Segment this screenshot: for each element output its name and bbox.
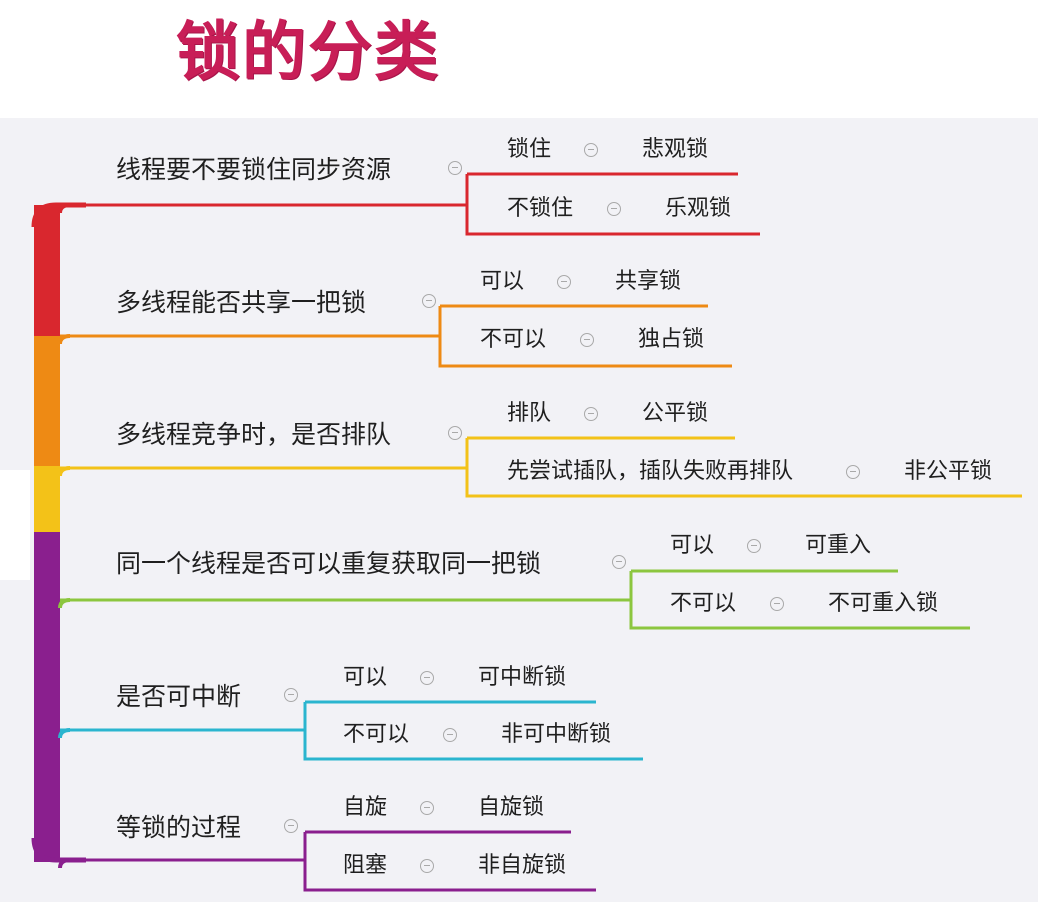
- collapse-toggle-icon[interactable]: [443, 728, 457, 742]
- trunk-segment-4: [34, 532, 60, 862]
- category-label: 线程要不要锁住同步资源: [116, 155, 392, 184]
- category-label: 多线程竞争时，是否排队: [116, 420, 392, 449]
- branch-option-label: 自旋: [343, 795, 388, 820]
- lock-type-label: 悲观锁: [642, 137, 709, 162]
- collapse-toggle-icon[interactable]: [580, 333, 594, 347]
- collapse-toggle-icon[interactable]: [612, 555, 626, 569]
- branch-option-label: 不可以: [480, 327, 547, 352]
- lock-type-label: 自旋锁: [478, 795, 545, 820]
- category-label: 等锁的过程: [116, 813, 242, 842]
- collapse-toggle-icon[interactable]: [846, 465, 860, 479]
- branch-option-label: 可以: [343, 665, 388, 690]
- branch-option-label: 不可以: [670, 591, 737, 616]
- lock-type-label: 非可中断锁: [501, 722, 612, 747]
- lock-type-label: 共享锁: [615, 269, 682, 294]
- collapse-toggle-icon[interactable]: [584, 143, 598, 157]
- collapse-toggle-icon[interactable]: [420, 801, 434, 815]
- collapse-toggle-icon[interactable]: [607, 202, 621, 216]
- panel-edge: [0, 470, 30, 580]
- collapse-toggle-icon[interactable]: [420, 671, 434, 685]
- branch-option-label: 锁住: [507, 137, 552, 162]
- collapse-toggle-icon[interactable]: [747, 539, 761, 553]
- branch-option-label: 阻塞: [343, 853, 388, 878]
- lock-type-label: 不可重入锁: [828, 591, 939, 616]
- branch-option-label: 不锁住: [507, 196, 574, 221]
- mindmap-background: [0, 118, 1038, 902]
- collapse-toggle-icon[interactable]: [770, 597, 784, 611]
- collapse-toggle-icon[interactable]: [284, 819, 298, 833]
- branch-option-label: 不可以: [343, 722, 410, 747]
- trunk-segment-3: [34, 466, 60, 532]
- lock-type-label: 非公平锁: [904, 459, 993, 484]
- lock-type-label: 公平锁: [642, 401, 709, 426]
- lock-type-label: 非自旋锁: [478, 853, 567, 878]
- category-label: 同一个线程是否可以重复获取同一把锁: [116, 549, 542, 578]
- branch-option-label: 可以: [480, 269, 525, 294]
- collapse-toggle-icon[interactable]: [284, 688, 298, 702]
- trunk-cap-bottom: [31, 837, 86, 863]
- trunk-cap-top: [31, 202, 86, 228]
- branch-option-label: 可以: [670, 533, 715, 558]
- lock-type-label: 可中断锁: [478, 665, 567, 690]
- collapse-toggle-icon[interactable]: [448, 161, 462, 175]
- collapse-toggle-icon[interactable]: [448, 426, 462, 440]
- branch-option-label: 排队: [507, 401, 552, 426]
- branch-option-label: 先尝试插队，插队失败再排队: [507, 459, 794, 484]
- collapse-toggle-icon[interactable]: [557, 275, 571, 289]
- lock-type-label: 乐观锁: [665, 196, 732, 221]
- lock-type-label: 可重入: [805, 533, 872, 558]
- lock-type-label: 独占锁: [638, 327, 705, 352]
- category-label: 是否可中断: [116, 682, 242, 711]
- collapse-toggle-icon[interactable]: [422, 294, 436, 308]
- trunk-segment-2: [34, 336, 60, 466]
- trunk-segment-1: [34, 205, 60, 336]
- collapse-toggle-icon[interactable]: [584, 407, 598, 421]
- page-title: 锁的分类: [176, 16, 440, 90]
- category-label: 多线程能否共享一把锁: [116, 288, 367, 317]
- collapse-toggle-icon[interactable]: [420, 859, 434, 873]
